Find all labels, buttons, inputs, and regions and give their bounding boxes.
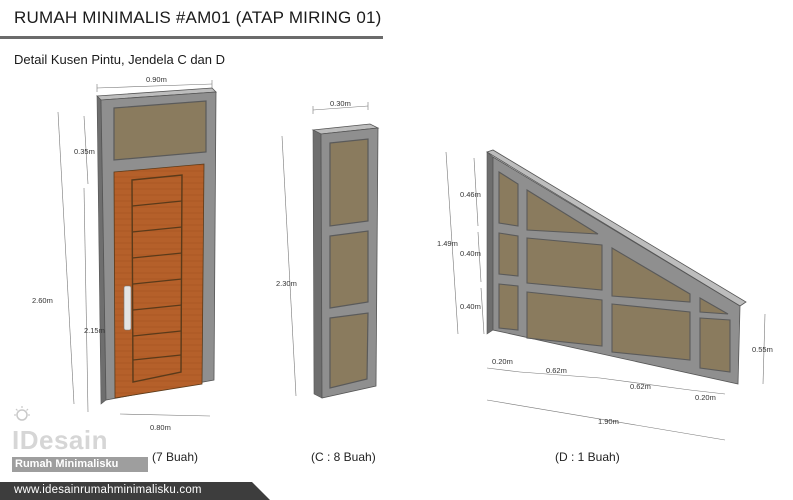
page-subtitle: Detail Kusen Pintu, Jendela C dan D [14, 52, 226, 67]
window-d-dim-right-h: 0.55m [752, 345, 773, 354]
window-d-dim-h3: 0.40m [460, 302, 481, 311]
window-d-dim-total-w: 1.90m [598, 417, 619, 426]
window-d-dim-w3: 0.62m [630, 382, 651, 391]
door-drawing: 0.90m 0.35m 2.60m 2.15m 0.80m [32, 75, 217, 432]
window-d-dim-h1: 0.46m [460, 190, 481, 199]
door-dim-leaf: 2.15m [84, 326, 105, 335]
footer-url[interactable]: www.idesainrumahminimalisku.com [14, 484, 202, 496]
window-d-caption: (D : 1 Buah) [555, 450, 620, 464]
window-d-dim-h2: 0.40m [460, 249, 481, 258]
window-d-dim-w2: 0.62m [546, 366, 567, 375]
window-d-dim-total-h: 1.49m [437, 239, 458, 248]
page-title: RUMAH MINIMALIS #AM01 (ATAP MIRING 01) [14, 8, 382, 27]
logo-main-text: IDesain [12, 425, 108, 455]
door-caption: (7 Buah) [152, 450, 199, 464]
brand-logo: IDesain Rumah Minimalisku [10, 405, 150, 475]
door-dim-total: 2.60m [32, 296, 53, 305]
title-divider [0, 36, 383, 39]
door-dim-transom: 0.35m [74, 147, 95, 156]
logo-sub-text: Rumah Minimalisku [12, 457, 148, 472]
window-c-drawing: 0.30m 2.30m [276, 99, 380, 399]
lightbulb-icon [14, 406, 30, 421]
door-handle [123, 285, 132, 331]
window-c-caption: (C : 8 Buah) [311, 450, 376, 464]
window-d-dim-w1: 0.20m [492, 357, 513, 366]
window-d-drawing: 0.46m 0.40m 0.40m 1.49m 0.20m 0.62m 0.62… [437, 149, 773, 441]
door-dim-width-top: 0.90m [146, 75, 167, 84]
door-dim-width-bottom: 0.80m [150, 423, 171, 432]
window-d-dim-w4: 0.20m [695, 393, 716, 402]
window-c-dim-width: 0.30m [330, 99, 351, 108]
footer-bar: www.idesainrumahminimalisku.com [0, 482, 270, 500]
window-c-dim-height: 2.30m [276, 279, 297, 288]
